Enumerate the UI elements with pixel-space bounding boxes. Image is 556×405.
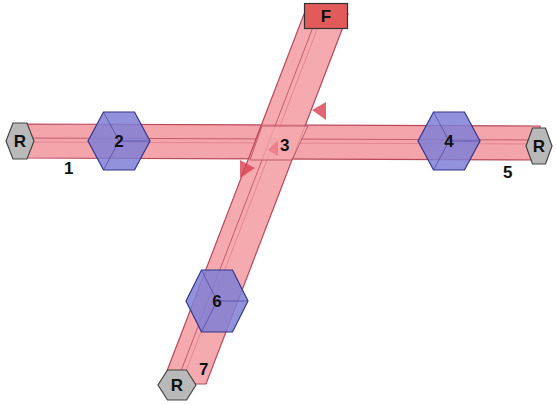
node-label: 6 [212, 293, 221, 310]
position-number: 3 [280, 137, 289, 154]
beam-edge [181, 14, 323, 384]
node-label: R [171, 377, 183, 394]
position-number: 7 [199, 361, 208, 378]
cavity-cube: 2 [88, 112, 150, 170]
node-face [88, 112, 150, 170]
node-label: 4 [444, 133, 453, 150]
direction-marker [268, 140, 278, 156]
node-label: 2 [114, 133, 123, 150]
node-face [526, 128, 552, 164]
direction-marker [312, 102, 326, 120]
junction [250, 126, 308, 160]
node-label: R [533, 138, 545, 155]
position-number: 1 [64, 160, 73, 177]
reflector-end: R [6, 123, 34, 159]
node-label: R [14, 133, 26, 150]
cavity-cube: 4 [418, 112, 480, 170]
cavity-cube: 6 [186, 270, 248, 332]
node-label: F [321, 8, 331, 25]
direction-marker [240, 160, 255, 178]
source-box: F [304, 3, 348, 29]
reflector-end: R [158, 370, 196, 400]
node-face [158, 370, 196, 400]
node-face [6, 123, 34, 159]
node-face [418, 112, 480, 170]
reflector-end: R [526, 128, 552, 164]
slanted-beam [162, 14, 348, 384]
node-face [186, 270, 248, 332]
position-number: 5 [503, 164, 512, 181]
source-face [305, 4, 348, 29]
beam-edge [176, 14, 318, 384]
